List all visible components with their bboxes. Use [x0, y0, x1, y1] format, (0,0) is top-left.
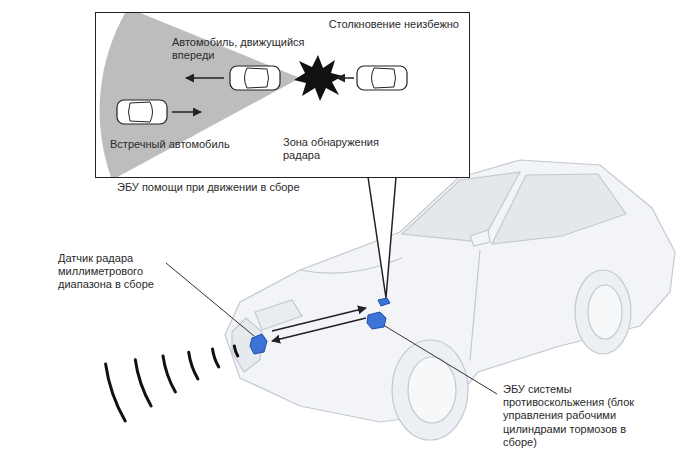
- part-label: ЭБУ системы противоскольжения (блок упра…: [503, 383, 645, 449]
- car-top-view: [117, 100, 167, 124]
- part-label: Датчик радара миллиметрового диапазона в…: [58, 252, 162, 292]
- inset-scene: [100, 13, 407, 177]
- car-door-line: [470, 250, 480, 360]
- radar-wave: [106, 364, 126, 421]
- callout-heading: Столкновение неизбежно: [329, 18, 459, 31]
- radar-sensor: [250, 334, 267, 354]
- car-rear-wheel: [575, 270, 631, 354]
- signal-arrow: [272, 318, 366, 341]
- car-window: [245, 68, 269, 88]
- radar-wave: [135, 360, 151, 406]
- abs-ecu: [367, 312, 386, 329]
- car-ahead: [230, 66, 280, 90]
- leader-line: [166, 263, 254, 336]
- driving-assist-ecu: [378, 298, 390, 306]
- car-top-view: [230, 66, 280, 90]
- car-front-rim: [408, 357, 456, 423]
- car-front-wheel: [392, 340, 468, 440]
- zone-label: Зона обнаружения радара: [283, 136, 393, 162]
- car-window: [129, 102, 153, 122]
- motion-arrow: [172, 111, 201, 113]
- signal-arrows: [272, 308, 366, 341]
- callout-tail: [368, 177, 396, 298]
- motion-arrow: [337, 77, 354, 79]
- motion-arrow: [186, 77, 224, 79]
- part-label: ЭБУ помощи при движении в сборе: [117, 181, 300, 194]
- car-mirror: [470, 230, 490, 246]
- car-top-view: [357, 66, 407, 90]
- radar-wave: [213, 349, 219, 367]
- leader-line: [380, 323, 497, 394]
- collision-star: [294, 55, 343, 101]
- radar-waves: [106, 346, 238, 421]
- car-side-window: [492, 174, 626, 244]
- radar-wave: [189, 352, 198, 379]
- radar-wave: [234, 346, 238, 356]
- car-body: [225, 160, 675, 422]
- signal-arrow: [272, 308, 366, 331]
- car-rear-rim: [588, 285, 622, 339]
- scene-label: Автомобиль, движущийся впереди: [172, 36, 312, 62]
- car-window: [372, 68, 396, 88]
- following-car: [357, 66, 407, 90]
- oncoming-car: [117, 100, 167, 124]
- radar-wave: [163, 356, 175, 392]
- scene-label: Встречный автомобиль: [110, 138, 230, 151]
